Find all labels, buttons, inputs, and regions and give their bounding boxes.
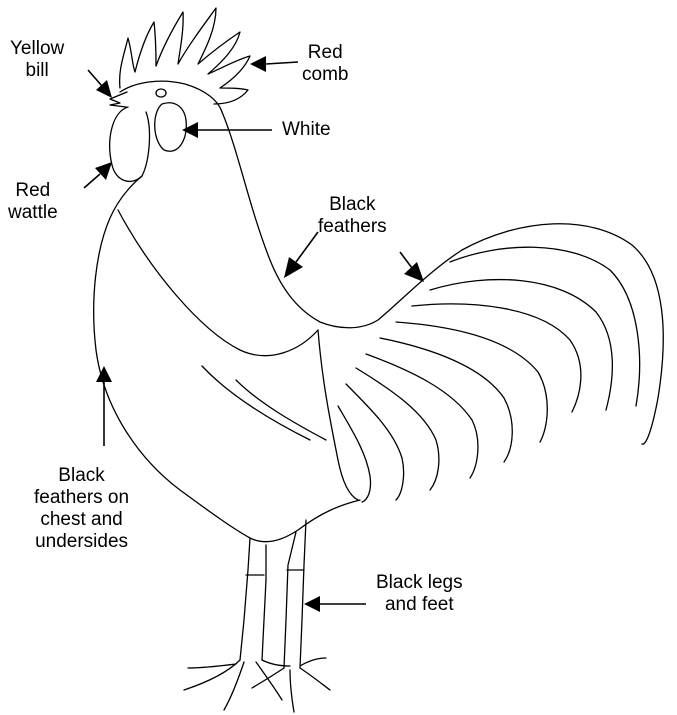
feathers-label-line-2: feathers [318, 216, 387, 238]
tail-feather-5 [396, 322, 547, 442]
wing-covert-2 [236, 380, 326, 440]
tail-feather-1 [462, 224, 663, 444]
bill-label-line-1: Yellow [10, 38, 64, 60]
leg-scales [246, 570, 304, 575]
right-leg-outline [284, 520, 306, 668]
wattle-label: Red wattle [8, 180, 58, 224]
hackle-outline [118, 210, 318, 356]
bill-label: Yellow bill [10, 38, 64, 82]
chest-arrow [96, 366, 112, 446]
tail-feather-10 [338, 406, 371, 502]
legs-label-line-1: Black legs [376, 572, 463, 594]
legs-label-line-2: and feet [376, 594, 463, 616]
wattle-label-line-1: Red [8, 180, 58, 202]
chest-label-line-3: chest and [34, 509, 129, 531]
eye-outline [156, 89, 166, 97]
wing-covert-1 [202, 366, 310, 440]
wattle-label-line-2: wattle [8, 202, 58, 224]
comb-label-line-1: Red [302, 42, 348, 64]
neck-feathers-arrow [284, 232, 318, 278]
back-feathers-arrow [400, 252, 424, 282]
bill-arrow [88, 70, 112, 98]
left-leg-outline [240, 538, 266, 660]
tail-feather-9 [346, 384, 404, 500]
wattle-outline [110, 107, 150, 181]
pointer-arrows [84, 56, 424, 612]
chest-label-line-4: undersides [34, 531, 129, 553]
earlobe-outline [155, 103, 187, 151]
comb-outline [120, 8, 250, 104]
wing-outline [318, 330, 358, 500]
tail-feather-8 [356, 368, 439, 490]
tail-feather-3 [430, 280, 612, 410]
chest-label-line-2: feathers on [34, 487, 129, 509]
earlobe-label-line-1: White [282, 119, 331, 141]
comb-label-line-2: comb [302, 64, 348, 86]
feathers-label: Black feathers [318, 194, 387, 238]
feathers-label-line-1: Black [318, 194, 387, 216]
chest-label: Black feathers on chest and undersides [34, 465, 129, 553]
comb-arrow [250, 56, 298, 72]
tail-feather-4 [412, 304, 581, 412]
bill-label-line-2: bill [10, 60, 64, 82]
wattle-arrow [84, 162, 112, 188]
legs-label: Black legs and feet [376, 572, 463, 616]
head-outline [120, 81, 222, 112]
tail-feather-7 [366, 354, 478, 478]
tail-feather-6 [380, 338, 512, 462]
chest-label-line-1: Black [34, 465, 129, 487]
right-foot-outline [252, 658, 330, 712]
earlobe-label: White [282, 119, 331, 141]
legs-arrow [304, 596, 366, 612]
beak-outline [110, 92, 127, 107]
left-foot-outline [184, 660, 290, 710]
comb-label: Red comb [302, 42, 348, 86]
